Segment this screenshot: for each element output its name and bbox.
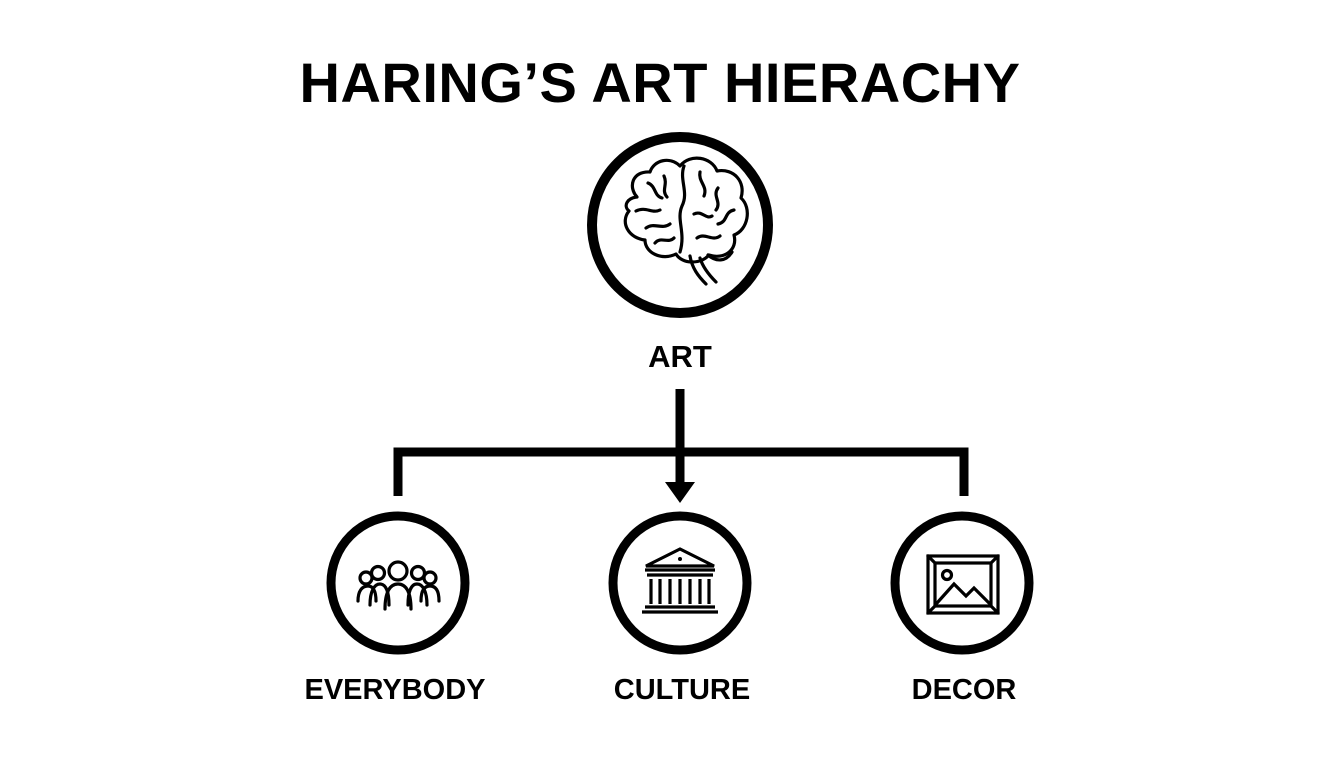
brain-icon (623, 156, 749, 286)
arrow-head-icon (665, 482, 695, 503)
connector-lines (393, 389, 969, 496)
branch-bar-line (393, 447, 969, 496)
culture-node-label: CULTURE (613, 674, 751, 706)
framed-picture-icon (926, 554, 1000, 615)
child-node-decor (890, 511, 1034, 655)
diagram-title: HARING’S ART HIERACHY (299, 51, 1021, 114)
child-node-culture (608, 511, 752, 655)
root-node (587, 132, 773, 318)
root-node-label: ART (648, 339, 712, 374)
root-node-circle (587, 132, 773, 318)
everybody-node-circle (326, 511, 470, 655)
museum-icon (642, 547, 718, 614)
everybody-node-label: EVERYBODY (304, 674, 486, 706)
decor-node-label: DECOR (911, 674, 1017, 706)
culture-node-circle (608, 511, 752, 655)
people-group-icon (356, 560, 441, 611)
decor-node-circle (890, 511, 1034, 655)
child-node-everybody (326, 511, 470, 655)
